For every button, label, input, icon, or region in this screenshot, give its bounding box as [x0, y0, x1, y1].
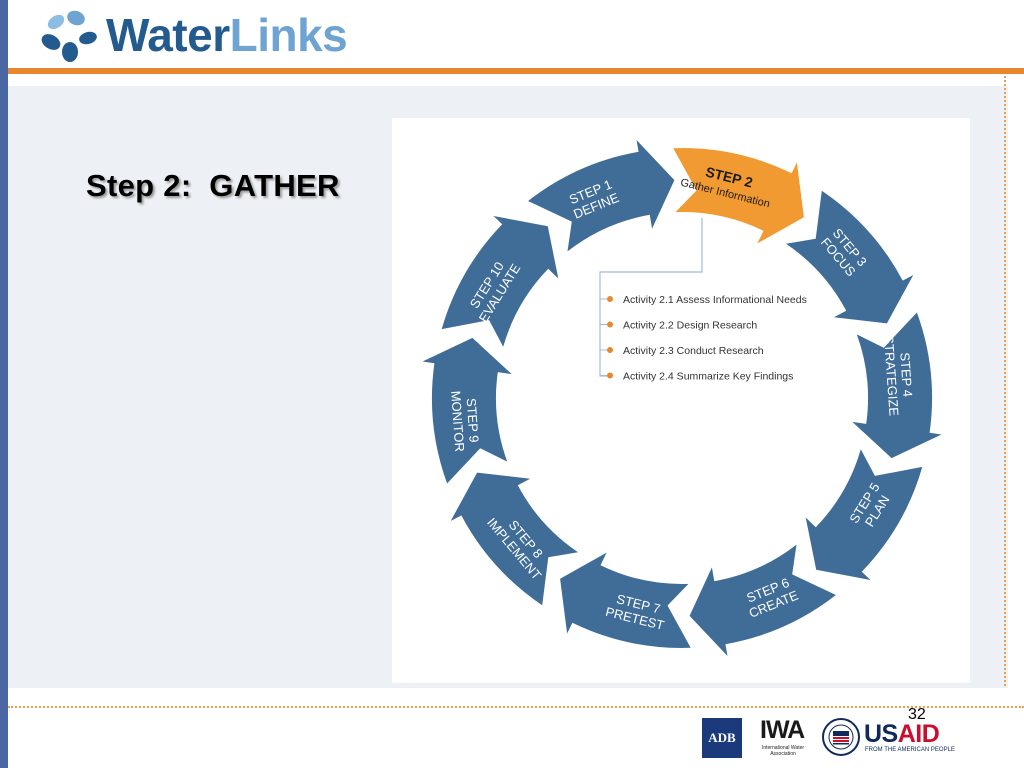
waterlinks-logo: WaterLinks	[106, 8, 348, 62]
iwa-subtitle: International Water Association	[761, 745, 805, 757]
iwa-logo: IWA International Water Association	[756, 716, 810, 760]
adb-logo: ADB	[702, 718, 742, 758]
footer-divider	[8, 706, 1024, 708]
activity-bullet-icon	[607, 296, 613, 302]
activity-bullet-icon	[607, 347, 613, 353]
step-arrow-10	[441, 216, 559, 347]
step-number-4: STEP 4	[897, 352, 915, 398]
usaid-logo: USAID	[864, 720, 940, 749]
activity-item-1: Activity 2.1 Assess Informational Needs	[623, 294, 807, 306]
header: WaterLinks	[8, 0, 1024, 68]
step-arrow-4	[852, 312, 942, 459]
activity-item-3: Activity 2.3 Conduct Research	[623, 345, 764, 357]
step-arrow-3	[786, 190, 914, 324]
activity-item-2: Activity 2.2 Design Research	[623, 320, 757, 332]
step-name-4: STRATEGIZE	[881, 335, 902, 417]
left-accent-bar	[0, 0, 8, 768]
step-arrow-1	[528, 140, 675, 252]
activity-item-4: Activity 2.4 Summarize Key Findings	[623, 371, 793, 383]
usaid-aid: AID	[897, 720, 940, 748]
step-arrow-6	[689, 544, 836, 656]
step-arrow-9	[422, 337, 512, 484]
sponsor-logos: ADB IWA International Water Association …	[700, 716, 960, 760]
step-arrow-2	[673, 148, 804, 244]
activity-bullet-icon	[607, 372, 613, 379]
header-divider	[8, 68, 1024, 74]
usaid-tagline: FROM THE AMERICAN PEOPLE	[865, 747, 955, 753]
step-arrow-5	[805, 449, 923, 580]
right-dotted-border	[1004, 76, 1006, 686]
iwa-mark: IWA	[760, 716, 805, 744]
page-number: 32	[908, 706, 926, 723]
step-arrow-7	[560, 552, 691, 648]
slide-title: Step 2: GATHER	[86, 168, 340, 203]
step-name-9: MONITOR	[448, 390, 467, 452]
logo-water: Water	[106, 9, 230, 61]
step-number-9: STEP 9	[464, 398, 482, 444]
usaid-us: US	[864, 720, 898, 748]
logo-links: Links	[229, 9, 348, 61]
usaid-seal-icon	[822, 718, 860, 756]
activity-bullet-icon	[607, 321, 613, 328]
waterlinks-droplets-icon	[41, 10, 97, 62]
step-arrow-8	[450, 472, 578, 606]
